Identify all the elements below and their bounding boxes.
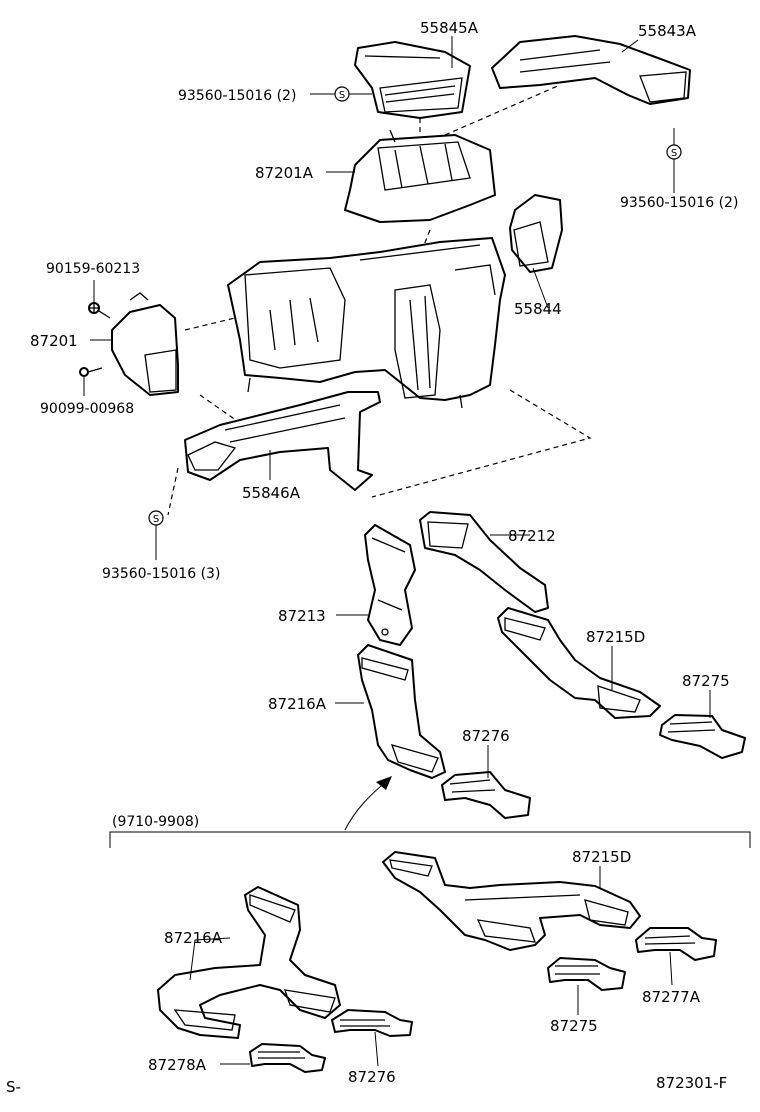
- arrow-indicator: [344, 776, 392, 831]
- label-87275-b: 87275: [550, 1017, 598, 1035]
- label-90099-00968: 90099-00968: [40, 401, 134, 417]
- svg-text:S: S: [671, 148, 677, 159]
- label-87278A: 87278A: [148, 1056, 207, 1074]
- label-93560-top-left: 93560-15016 (2): [178, 88, 296, 104]
- label-87201A: 87201A: [255, 164, 314, 182]
- label-90159-60213: 90159-60213: [46, 261, 140, 277]
- label-range: (9710-9908): [112, 814, 199, 830]
- label-87213: 87213: [278, 607, 326, 625]
- label-87215D-b: 87215D: [572, 848, 631, 866]
- label-93560-top-right: 93560-15016 (2): [620, 195, 738, 211]
- part-87201[interactable]: [111, 292, 179, 396]
- label-87276-b: 87276: [348, 1068, 396, 1086]
- assembly-dashed-lines: [167, 84, 592, 516]
- label-87201: 87201: [30, 332, 78, 350]
- svg-text:S: S: [339, 90, 345, 101]
- screw-90099-00968[interactable]: [79, 367, 103, 377]
- s-symbol-top-left: S: [334, 86, 350, 102]
- part-55844[interactable]: [509, 194, 563, 273]
- label-55844: 55844: [514, 300, 562, 318]
- label-87216A-b: 87216A: [164, 929, 223, 947]
- part-87276[interactable]: [441, 771, 531, 819]
- part-87216A-b[interactable]: [157, 886, 341, 1039]
- part-87276-b[interactable]: [331, 1009, 413, 1037]
- part-87277A[interactable]: [635, 927, 717, 961]
- part-87212[interactable]: [419, 511, 549, 613]
- part-labels: 55845A 55843A 93560-15016 (2) 93560-1501…: [6, 19, 738, 1096]
- part-87201A[interactable]: [344, 129, 496, 223]
- main-housing[interactable]: [227, 237, 506, 409]
- part-87215D[interactable]: [497, 607, 661, 719]
- leader-lines: [83, 36, 711, 1067]
- screw-90159-60213[interactable]: [88, 302, 111, 319]
- part-87275-b[interactable]: [547, 957, 626, 991]
- part-87216A[interactable]: [357, 644, 446, 779]
- part-55846A[interactable]: [184, 391, 381, 491]
- label-corner-left: S-: [6, 1078, 21, 1096]
- label-93560-mid: 93560-15016 (3): [102, 566, 220, 582]
- label-87275: 87275: [682, 672, 730, 690]
- part-55845A[interactable]: [354, 41, 471, 119]
- label-reference: 872301-F: [656, 1074, 727, 1092]
- part-87278A[interactable]: [249, 1043, 326, 1073]
- part-87275[interactable]: [659, 714, 746, 759]
- label-55843A: 55843A: [638, 22, 697, 40]
- part-87215D-b[interactable]: [382, 851, 641, 951]
- s-symbol-top-right: S: [666, 144, 682, 160]
- range-bracket: [109, 831, 751, 848]
- label-87216A: 87216A: [268, 695, 327, 713]
- label-87212: 87212: [508, 527, 556, 545]
- s-symbol-mid: S: [148, 510, 164, 526]
- part-87213[interactable]: [364, 524, 416, 646]
- label-87276: 87276: [462, 727, 510, 745]
- label-87277A: 87277A: [642, 988, 701, 1006]
- label-87215D: 87215D: [586, 628, 645, 646]
- svg-text:S: S: [153, 514, 159, 525]
- part-55843A[interactable]: [491, 35, 691, 105]
- label-55846A: 55846A: [242, 484, 301, 502]
- label-55845A: 55845A: [420, 19, 479, 37]
